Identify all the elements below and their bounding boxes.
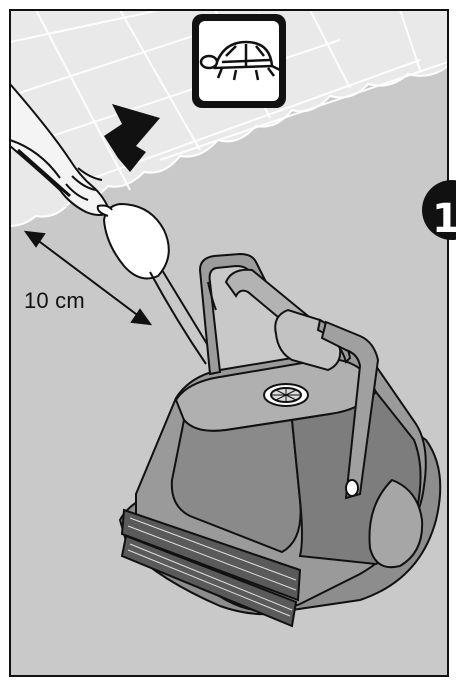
dimension-arrow [23, 230, 153, 326]
pool-robot [118, 252, 442, 628]
step-number: 1 [432, 196, 456, 242]
distance-label: 10 cm [24, 288, 85, 313]
turtle-icon [199, 40, 281, 81]
hand-holding-cable [9, 81, 112, 216]
arrow-up-icon [104, 104, 160, 172]
float-buoy [96, 202, 170, 280]
panel-frame [9, 9, 449, 677]
turtle-badge [192, 14, 286, 108]
step-badge [422, 180, 456, 240]
